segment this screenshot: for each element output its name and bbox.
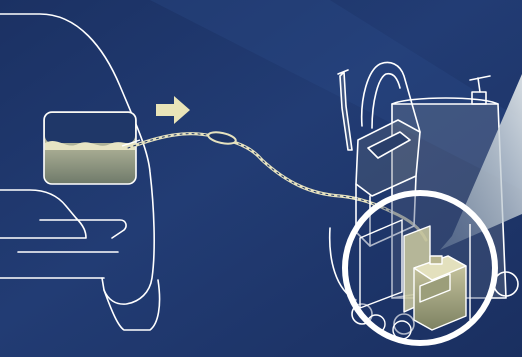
zoom-circle-icon	[345, 193, 495, 343]
fuel-tank-cutaway-icon	[44, 112, 140, 184]
tank-empty-space	[45, 113, 135, 143]
